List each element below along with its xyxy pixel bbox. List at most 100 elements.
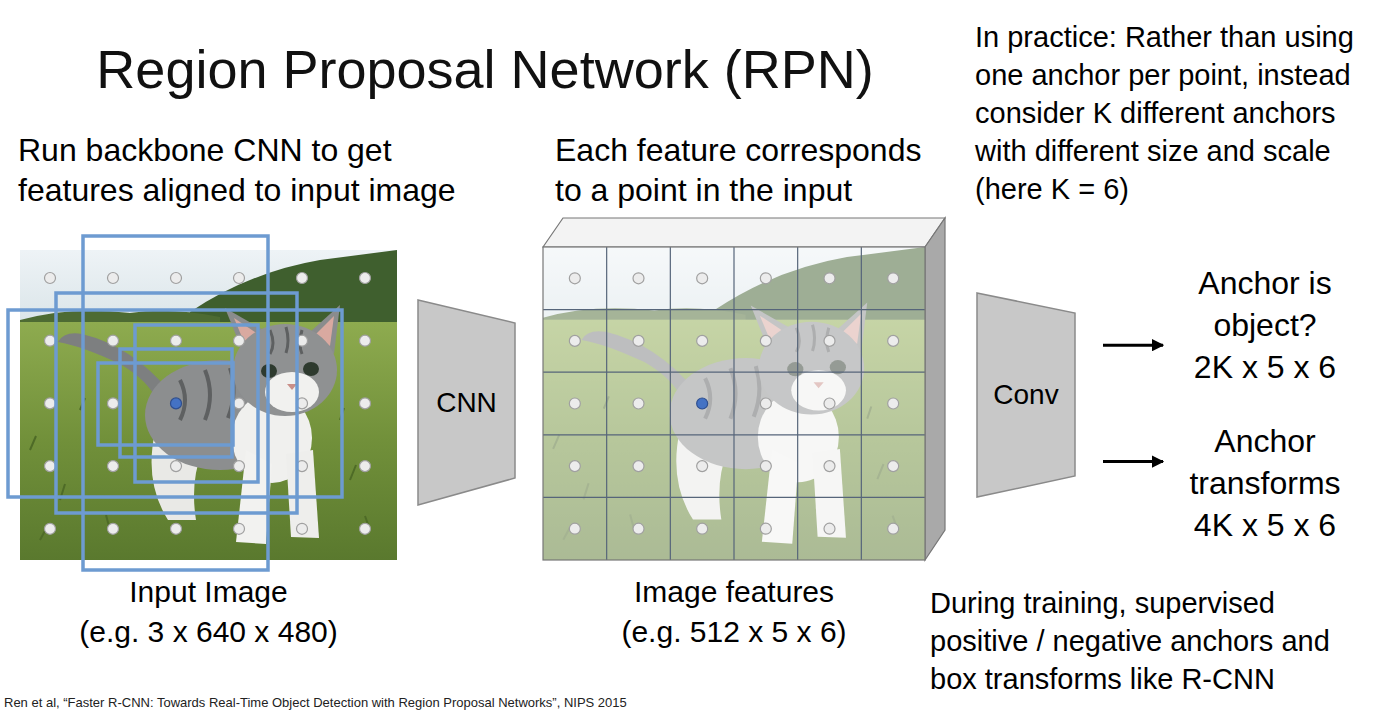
anchor-point [360,335,371,346]
anchor-point [45,523,56,534]
citation: Ren et al, “Faster R-CNN: Towards Real-T… [4,695,627,711]
feature-point [760,398,771,409]
volume-top [543,218,945,247]
anchor-point [45,335,56,346]
output-label: Anchor transforms4K x 5 x 6 [1165,420,1365,546]
anchor-points [45,273,371,535]
output-label: Anchor is object?2K x 5 x 6 [1165,262,1365,388]
node-dimension: 2K x 5 x 6 [1194,346,1336,388]
feature-point [760,461,771,472]
side-note: During training, supervised positive / n… [930,584,1340,698]
node-label: Image features [634,574,834,610]
feature-point [633,398,644,409]
anchor-box [83,236,268,570]
feature-point [569,523,580,534]
node-dimension: 4K x 5 x 6 [1194,504,1336,546]
anchor-point [360,398,371,409]
anchor-box [56,293,297,513]
grid-line [543,372,925,373]
feature-point [697,398,708,409]
anchor-point [234,335,245,346]
grid-line [797,247,798,560]
grid-line [543,434,925,435]
feature-point [569,335,580,346]
node-dimension: (e.g. 3 x 640 x 480) [79,614,338,650]
feature-map: Image features (e.g. 512 x 5 x 6) [543,218,925,650]
feature-point [697,273,708,284]
feature-point [569,398,580,409]
anchor-point [171,398,182,409]
side-note: In practice: Rather than using one ancho… [975,18,1367,208]
feature-point [697,523,708,534]
feature-volume [543,218,945,560]
feature-point [569,273,580,284]
arrow-connector [1103,460,1163,463]
anchor-point [234,461,245,472]
feature-point [824,273,835,284]
anchor-point [360,273,371,284]
anchor-point [108,273,119,284]
feature-points [569,273,898,534]
feature-point [888,335,899,346]
feature-point [824,523,835,534]
anchor-point [171,461,182,472]
anchor-point [234,398,245,409]
anchor-point [297,273,308,284]
anchor-point [360,461,371,472]
feature-point [824,335,835,346]
anchor-point [234,523,245,534]
cnn-block: CNN [418,300,515,505]
feature-point [888,523,899,534]
anchor-point [360,523,371,534]
grid-line [543,309,925,310]
grid-line [670,247,671,560]
anchor-point [45,461,56,472]
grid-line [733,247,734,560]
node-label: Anchor transforms [1165,420,1365,504]
feature-point [569,461,580,472]
arrow-connector [1103,344,1163,347]
trapezoid [977,293,1075,497]
feature-point [633,461,644,472]
anchor-point [171,335,182,346]
feature-point [760,335,771,346]
anchor-box [120,349,232,457]
grid-line [606,247,607,560]
feature-point [760,273,771,284]
input-image: Input Image (e.g. 3 x 640 x 480) [20,250,397,650]
anchor-point [108,523,119,534]
anchor-box [8,310,342,497]
anchor-point [108,398,119,409]
node-dimension: (e.g. 512 x 5 x 6) [621,614,846,650]
node-label: Anchor is object? [1165,262,1365,346]
anchor-point [234,273,245,284]
feature-point [888,398,899,409]
grid-line [861,247,862,560]
step-note: Each feature corresponds to a point in t… [555,130,945,210]
anchor-point [108,461,119,472]
feature-point [760,523,771,534]
anchor-boxes [8,236,342,570]
feature-point [633,335,644,346]
slide-title: Region Proposal Network (RPN) [96,38,873,100]
anchor-point [108,335,119,346]
feature-point [633,523,644,534]
feature-point [824,461,835,472]
trapezoid [418,300,515,505]
anchor-point [297,523,308,534]
anchor-point [171,273,182,284]
feature-grid [543,247,925,560]
feature-point [824,398,835,409]
feature-point [888,273,899,284]
grid-line [543,497,925,498]
volume-side [925,218,945,560]
node-label: Conv [993,378,1058,412]
feature-point [697,335,708,346]
conv-block: Conv [977,293,1075,497]
node-label: Input Image [129,574,287,610]
anchor-point [45,273,56,284]
volume-outline [543,247,925,560]
node-label: CNN [436,386,497,420]
anchor-point [171,523,182,534]
